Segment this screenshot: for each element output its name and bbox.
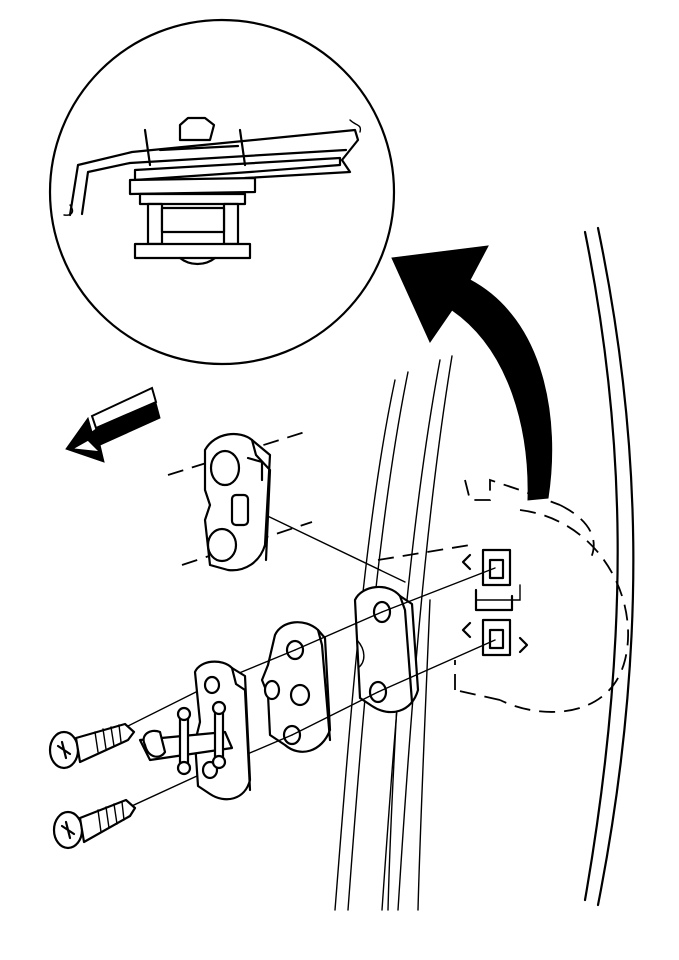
screw-icon [48, 722, 136, 770]
removed-check-link [167, 431, 406, 583]
door-mounting-slots [461, 548, 529, 657]
curved-arrow-icon [391, 245, 553, 501]
removal-direction-arrow-icon [65, 386, 161, 463]
hidden-structure-dashed [377, 478, 629, 713]
screw-icon [52, 798, 137, 850]
inner-shim [260, 621, 332, 753]
outer-shim [353, 586, 420, 714]
detail-magnifier-icon [48, 18, 396, 366]
check-link-assembly [138, 660, 252, 801]
